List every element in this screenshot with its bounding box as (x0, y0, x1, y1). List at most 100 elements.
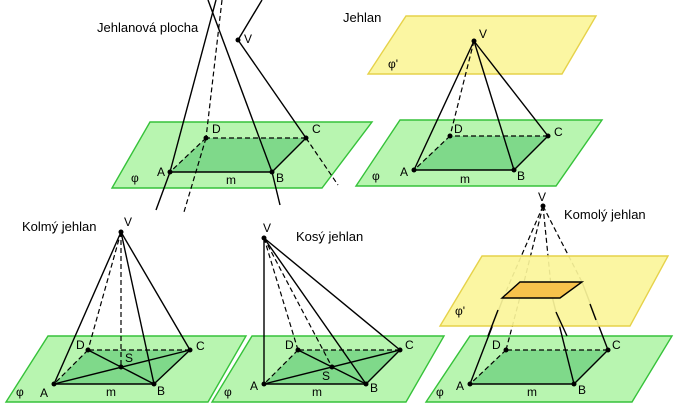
point-D (503, 347, 509, 353)
point-D (295, 347, 301, 353)
figure-frustum: Komolý jehlan V A B C D m (424, 190, 674, 403)
point-S (329, 364, 335, 370)
point-C (545, 133, 551, 139)
label-D: D (285, 338, 294, 352)
point-A (467, 381, 473, 387)
label-D: D (212, 122, 221, 136)
edge-BC (365, 349, 401, 385)
point-A (411, 167, 417, 173)
edge-VB (473, 40, 515, 171)
base-square (470, 350, 608, 384)
point-A (51, 381, 57, 387)
edge-VD-hidden (263, 237, 299, 351)
ext-VC-hidden (542, 205, 583, 283)
point-D (203, 135, 209, 141)
label-m: m (226, 173, 236, 187)
edge-DA-hidden (263, 349, 299, 385)
edge-VC (120, 231, 191, 351)
label-V: V (244, 32, 252, 46)
ray-A-lower (155, 171, 171, 211)
label-phi-prime: φ' (388, 57, 398, 71)
label-C: C (612, 338, 621, 352)
figure-pyramid: Jehlan V A B C D m φ φ' (343, 10, 604, 187)
title-right: Kolmý jehlan (22, 219, 96, 234)
edge-BC (271, 137, 307, 173)
point-D (85, 347, 91, 353)
edge-C-top-front (589, 303, 597, 321)
edge-VB (263, 237, 367, 385)
label-m: m (460, 172, 470, 186)
label-phi: φ (131, 171, 139, 185)
point-V (471, 38, 477, 44)
point-D (447, 133, 453, 139)
label-C: C (312, 122, 321, 136)
edge-VD-hidden (87, 231, 122, 351)
edge-VD-hidden (449, 40, 475, 137)
label-D: D (454, 122, 463, 136)
label-A: A (456, 379, 464, 393)
point-V (261, 235, 267, 241)
point-C (187, 347, 193, 353)
title-surface: Jehlanová plocha (97, 20, 199, 35)
edge-DA-hidden (169, 137, 207, 173)
label-V: V (479, 27, 487, 41)
edge-BC (573, 349, 609, 385)
label-phi: φ (224, 385, 232, 399)
ray-C-mid (237, 39, 307, 139)
title-pyramid: Jehlan (343, 10, 381, 25)
segment-VS (263, 237, 333, 368)
ray-C-lower (305, 137, 339, 186)
figure-right-pyramid: Kolmý jehlan V A B C D S m φ (4, 215, 248, 403)
point-B (511, 167, 517, 173)
label-phi: φ (16, 385, 24, 399)
point-V (118, 229, 124, 235)
label-B: B (370, 381, 378, 395)
plane-phi-prime (366, 15, 598, 75)
point-B (571, 381, 577, 387)
label-A: A (40, 386, 48, 400)
edge-B-top-front (555, 311, 568, 337)
point-A (261, 381, 267, 387)
label-phi: φ (436, 385, 444, 399)
point-V (235, 37, 241, 43)
point-A (167, 169, 173, 175)
point-V (540, 203, 546, 209)
title-frustum: Komolý jehlan (564, 207, 646, 222)
edge-VA (53, 231, 122, 385)
label-m: m (312, 385, 322, 399)
point-B (363, 381, 369, 387)
label-V: V (538, 190, 546, 204)
edge-VC (263, 237, 401, 351)
point-C (397, 347, 403, 353)
edge-VC (473, 40, 549, 137)
label-phi: φ (372, 169, 380, 183)
title-oblique: Kosý jehlan (296, 229, 363, 244)
point-S (118, 364, 124, 370)
label-D: D (76, 338, 85, 352)
label-S: S (322, 369, 330, 383)
ray-C-top (237, 0, 263, 41)
label-B: B (578, 383, 586, 397)
point-C (303, 135, 309, 141)
label-B: B (517, 169, 525, 183)
top-face (500, 281, 585, 299)
label-D: D (492, 338, 501, 352)
ray-B-lower (271, 171, 281, 206)
figure-oblique-pyramid: Kosý jehlan V A B C D S m φ (210, 221, 446, 403)
label-m: m (527, 385, 537, 399)
figure-pyramidal-surface: Jehlanová plocha V A B C D m φ (97, 0, 374, 213)
ray-D-lower (183, 137, 207, 213)
label-S: S (125, 351, 133, 365)
edge-BC (153, 349, 191, 385)
label-C: C (554, 125, 563, 139)
edge-A-top-front (487, 309, 499, 337)
point-B (269, 169, 275, 175)
edge-DA-hidden (469, 349, 507, 385)
ray-A-upper (169, 0, 217, 173)
label-A: A (400, 165, 408, 179)
edge-BC (513, 135, 549, 171)
edge-DA-hidden (413, 135, 451, 171)
label-phi-prime: φ' (455, 304, 465, 318)
ray-D-upper (205, 0, 223, 139)
